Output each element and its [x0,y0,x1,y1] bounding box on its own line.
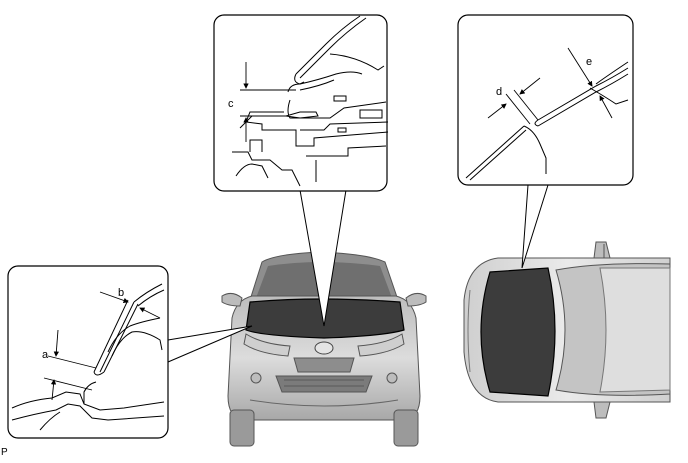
label-a: a [42,349,49,361]
label-e: e [586,56,592,68]
front-view-car [221,251,427,447]
label-c: c [228,98,234,110]
detail-box-ab: a b [7,265,169,439]
top-view-car [463,241,671,419]
hood-highlight-top [480,267,556,397]
detail-box-de: d e [457,14,634,186]
figure-code: P [1,447,8,458]
label-b: b [118,287,124,299]
callout-pointers [167,184,549,363]
detail-box-c: c [213,14,389,192]
label-d: d [496,86,502,98]
